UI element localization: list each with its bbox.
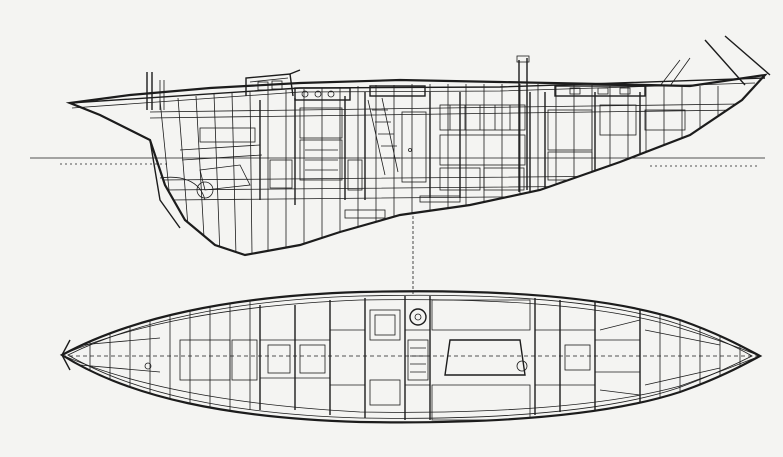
profile-hull-outline [65, 73, 768, 257]
plan-hull-outline [59, 290, 763, 424]
mast-mizzen [146, 72, 165, 110]
profile-view [65, 35, 771, 295]
profile-interior [149, 84, 741, 255]
deckhouse [245, 69, 646, 101]
profile-frames [159, 84, 719, 255]
mast-main [516, 55, 530, 192]
waterline [30, 157, 765, 167]
plan-view [59, 290, 763, 424]
plan-interior [62, 296, 760, 421]
